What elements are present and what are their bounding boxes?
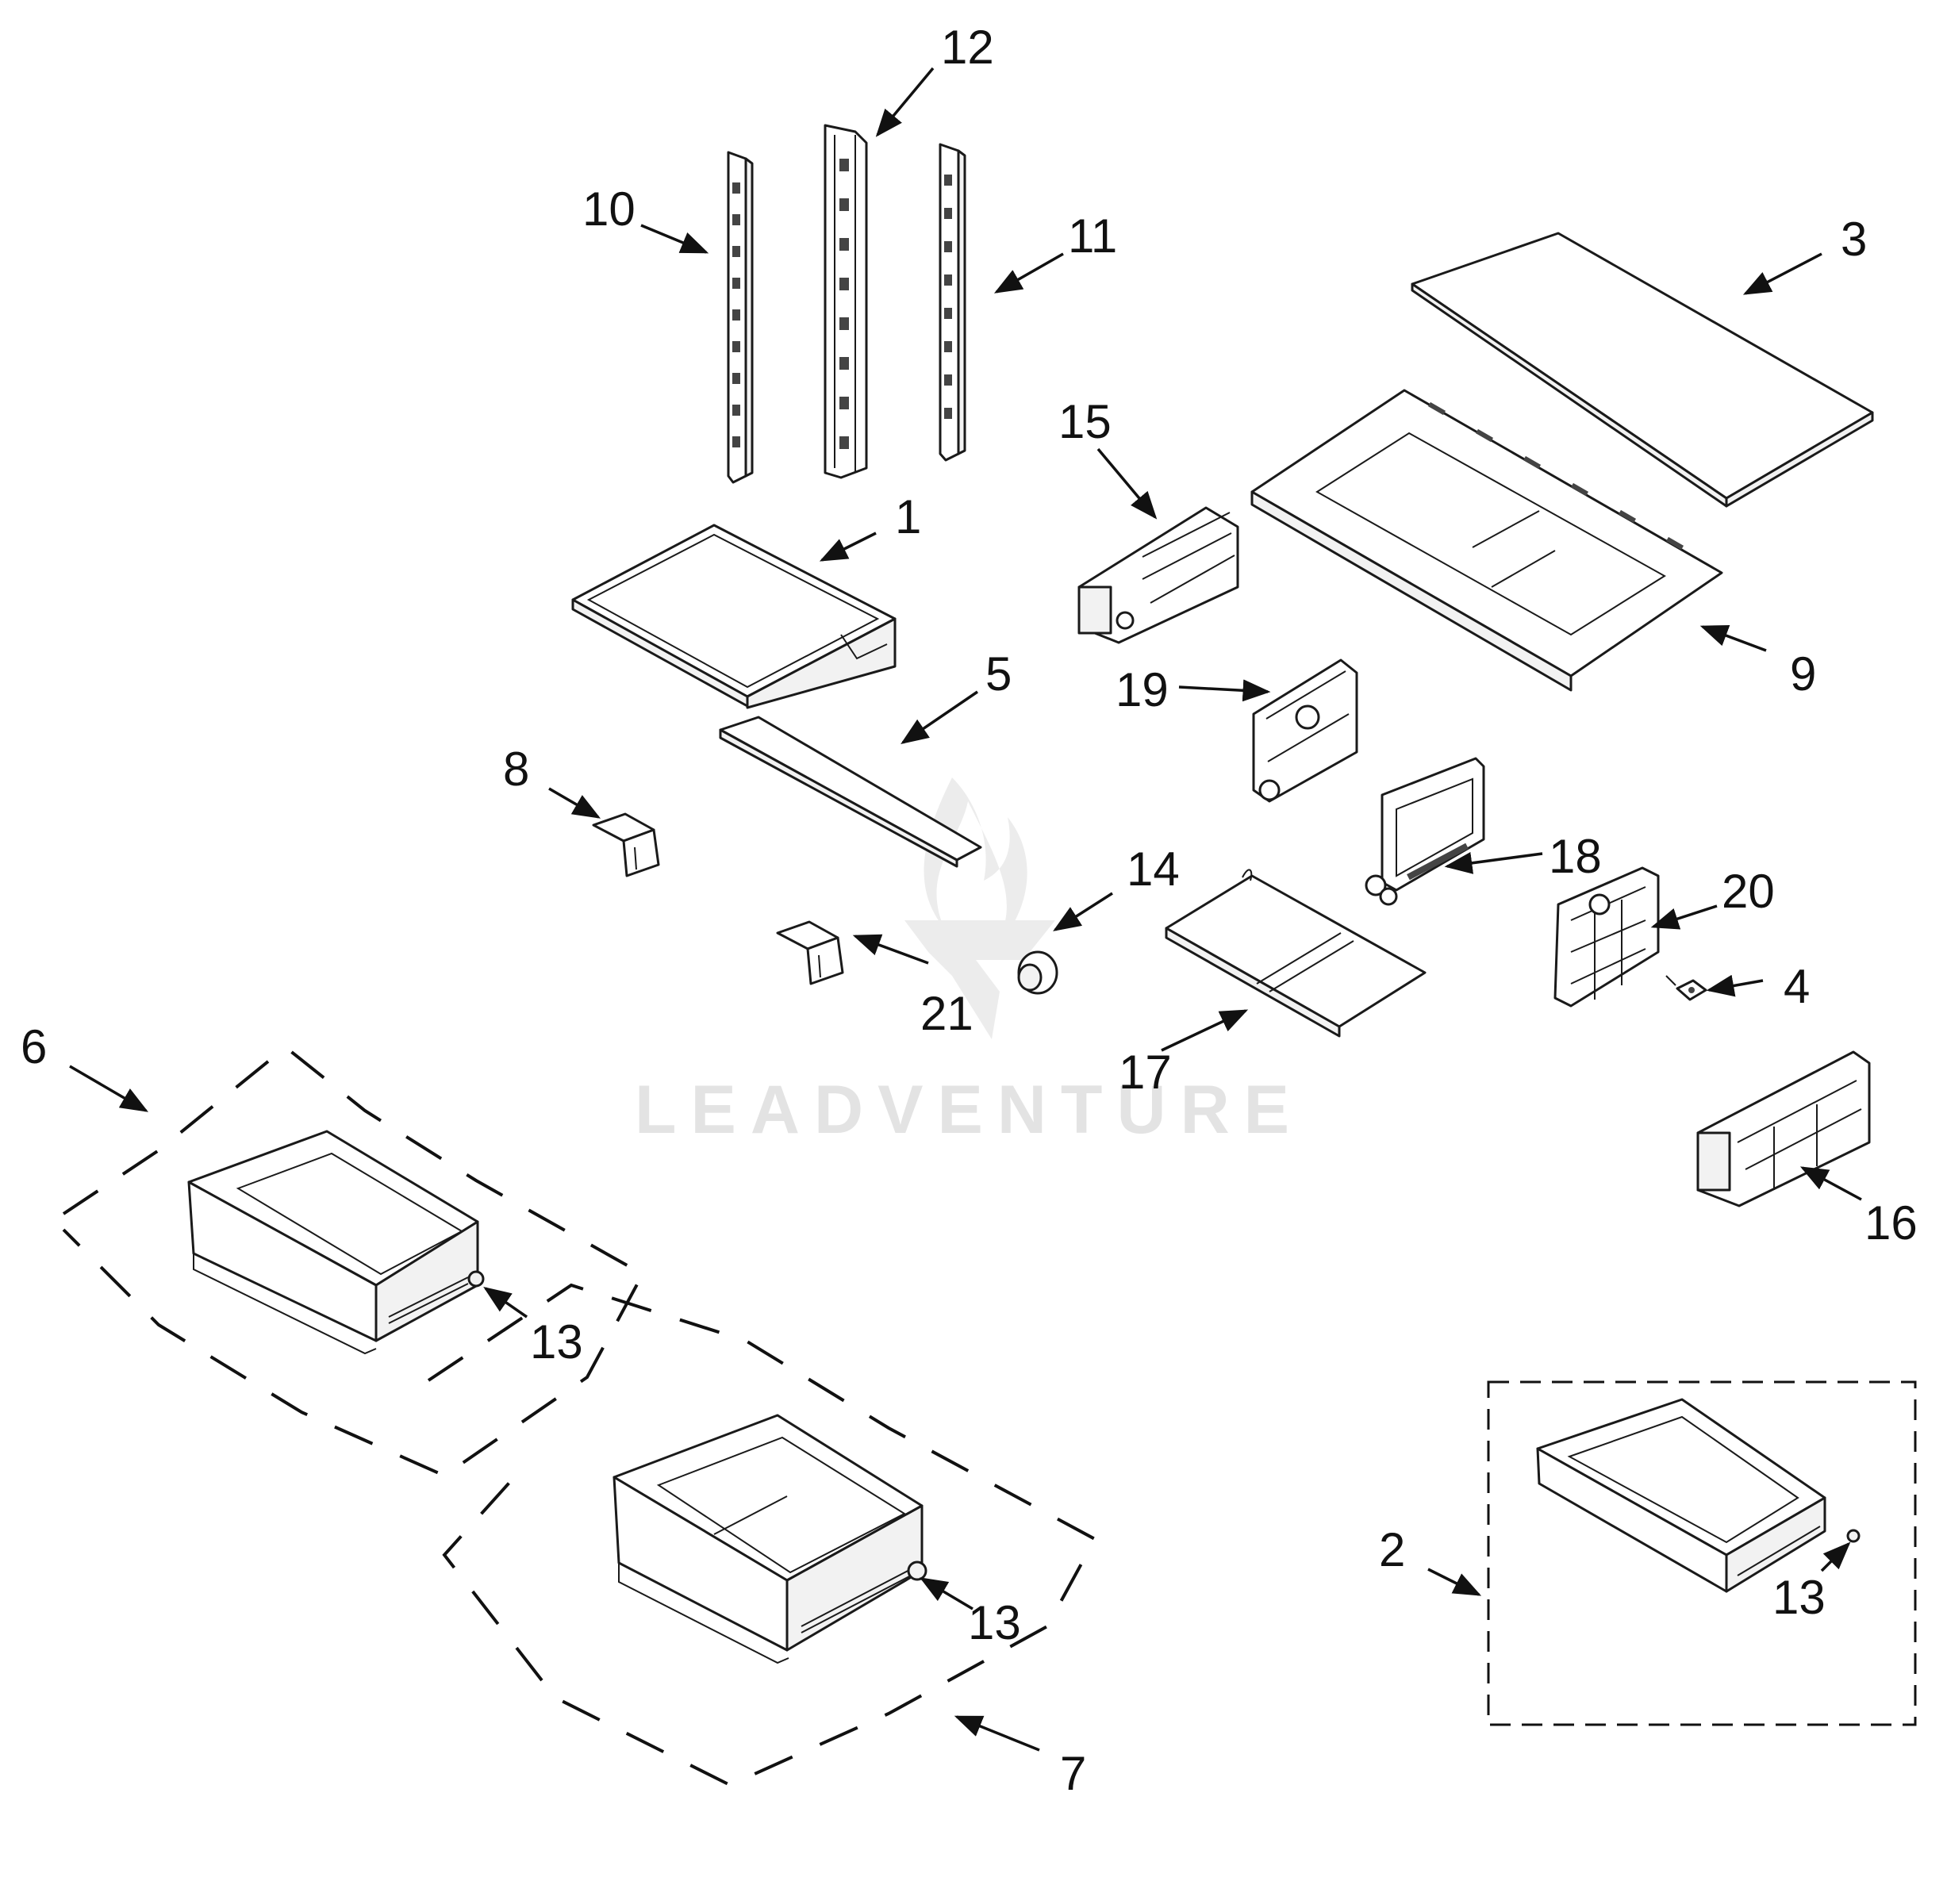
watermark-text: LEADVENTURE (635, 1072, 1304, 1148)
callout-21: 21 (920, 987, 974, 1040)
leader-3 (1742, 252, 1822, 295)
leader-2 (1427, 1568, 1482, 1596)
leader-13b (919, 1577, 974, 1610)
callout-1: 1 (895, 490, 921, 543)
callout-4: 4 (1784, 960, 1810, 1013)
part-2-deli-drawer (1536, 1398, 1861, 1593)
leader-7 (954, 1715, 1040, 1752)
part-19-slide-bracket (1252, 658, 1358, 803)
watermark-v-logo-icon (904, 920, 1055, 1039)
part-9-shelf-frame (1250, 389, 1723, 692)
leader-10 (640, 224, 709, 254)
part-11-shelf-ladder-right (939, 143, 966, 462)
part-8-bracket (592, 812, 660, 877)
callout-9: 9 (1790, 647, 1816, 701)
callout-labels: 10 12 11 3 1 15 9 19 5 8 18 14 20 4 21 1… (21, 21, 1918, 1800)
callout-6: 6 (21, 1020, 47, 1073)
part-16-bracket (1696, 1050, 1871, 1207)
leader-19 (1178, 679, 1271, 702)
leader-11 (993, 252, 1064, 294)
part-6-dashed-outline (62, 1045, 645, 1478)
leader-1 (819, 532, 877, 562)
part-3-glass-panel (1411, 232, 1874, 508)
part-20-slide-panel (1553, 866, 1660, 1008)
part-1-glass-shelf (571, 524, 897, 709)
callout-16: 16 (1864, 1196, 1918, 1250)
callout-15: 15 (1058, 395, 1112, 448)
part-10-shelf-ladder-left (727, 151, 754, 484)
part-5-shelf-trim (719, 716, 982, 868)
leader-17 (1161, 1009, 1249, 1052)
callout-11: 11 (1068, 209, 1117, 263)
part-7-dashed-outline (427, 1283, 1097, 1787)
leader-5 (901, 690, 978, 744)
part-4-clip (1665, 975, 1707, 1001)
callout-13-lower-drawer: 13 (968, 1596, 1021, 1649)
part-2-dashed-box (1487, 1380, 1917, 1726)
callout-7: 7 (1060, 1747, 1086, 1800)
part-7-crisper-drawer (613, 1414, 927, 1664)
part-17-tray (1165, 869, 1427, 1038)
leader-18 (1444, 851, 1543, 874)
callout-8: 8 (503, 743, 529, 796)
leader-8 (548, 787, 601, 819)
leader-4 (1706, 974, 1764, 997)
part-12-shelf-ladder-center (824, 124, 868, 479)
leader-16 (1799, 1166, 1862, 1201)
callout-13-upper-drawer: 13 (530, 1315, 583, 1368)
part-18-side-panel (1365, 757, 1485, 906)
leader-12 (875, 67, 935, 137)
callout-20: 20 (1722, 865, 1775, 918)
leader-15 (1096, 447, 1158, 520)
callout-2: 2 (1379, 1523, 1405, 1576)
callout-13-deli-drawer: 13 (1772, 1571, 1826, 1624)
leader-13a (483, 1287, 528, 1319)
callout-14: 14 (1127, 843, 1180, 896)
part-21-bracket (776, 920, 844, 985)
watermark: LEADVENTURE (635, 777, 1304, 1148)
leader-13c (1820, 1541, 1851, 1572)
leader-14 (1053, 892, 1113, 931)
watermark-flame-icon (924, 777, 1027, 952)
callout-18: 18 (1549, 830, 1602, 883)
leader-9 (1699, 624, 1767, 652)
callout-12: 12 (941, 21, 994, 74)
part-15-slide-bracket (1077, 506, 1239, 644)
callout-10: 10 (582, 182, 636, 236)
part-14-knob (1017, 950, 1058, 995)
callout-17: 17 (1119, 1046, 1172, 1099)
leader-21 (852, 934, 929, 965)
part-6-crisper-drawer (187, 1130, 485, 1355)
callout-19: 19 (1116, 663, 1169, 716)
callout-3: 3 (1841, 213, 1867, 266)
callout-5: 5 (985, 647, 1012, 701)
leader-6 (69, 1065, 149, 1112)
leader-20 (1650, 904, 1718, 930)
leader-arrows (69, 67, 1862, 1752)
